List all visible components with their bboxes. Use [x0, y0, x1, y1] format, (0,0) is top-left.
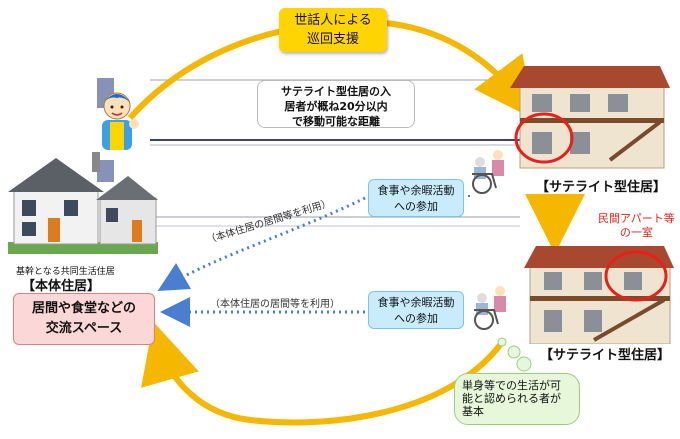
wheelchair-user-lower-icon [474, 286, 506, 330]
patrol-support-line2: 巡回支援 [306, 32, 359, 47]
satellite-label-upper: 【サテライト型住居】 [536, 180, 667, 195]
distance-note-line1: サテライト型住居の入 [281, 85, 391, 98]
satellite-building-lower [524, 246, 674, 344]
exchange-space-line2: 交流スペース [45, 321, 123, 336]
bubble-line1: 単身等での生活が可 [462, 379, 561, 392]
exchange-space-box: 居間や食堂などの 交流スペース [13, 293, 155, 345]
activity-box-upper: 食事や余暇活動 への参加 [368, 179, 464, 217]
bubble-line2: 能と認められる者が [462, 392, 561, 405]
main-house-label: 【本体住居】 [22, 279, 101, 294]
apartment-note: 民間アパート等 の一室 [598, 212, 675, 240]
apartment-note-line1: 民間アパート等 [598, 212, 675, 225]
bottom-arc-arrow [141, 321, 503, 426]
activity-lower-line1: 食事や余暇活動 [377, 296, 455, 309]
patrol-support-callout: 世話人による 巡回支援 [279, 8, 387, 52]
apartment-note-line2: の一室 [619, 226, 653, 239]
wheelchair-user-upper-icon [472, 150, 504, 194]
satellite-label-lower: 【サテライト型住居】 [540, 348, 671, 363]
distance-note-line2: 居者が概ね20分以内 [284, 100, 388, 113]
eligibility-bubble: 単身等での生活が可 能と認められる者が 基本 [454, 373, 580, 425]
caregiver-illustration [102, 92, 139, 150]
activity-upper-line1: 食事や余暇活動 [377, 184, 455, 197]
thought-bubble-dots [497, 337, 532, 372]
main-house-caption: 基幹となる共同生活住居 [16, 267, 115, 277]
activity-lower-line2: への参加 [394, 312, 438, 325]
blue-arrow-upper [157, 196, 366, 291]
vertical-bar-lower [97, 160, 114, 182]
activity-box-lower: 食事や余暇活動 への参加 [368, 291, 464, 329]
bubble-line3: 基本 [462, 405, 484, 418]
distance-note: サテライト型住居の入 居者が概ね20分以内 で移動可能な距離 [257, 80, 415, 128]
activity-upper-line2: への参加 [394, 200, 438, 213]
main-house-illustration [8, 152, 158, 254]
satellite-building-upper [510, 66, 670, 169]
distance-note-line3: で移動可能な距離 [292, 115, 380, 128]
patrol-support-line1: 世話人による [294, 13, 372, 28]
exchange-space-line1: 居間や食堂などの [31, 301, 136, 316]
route-label-lower: （本体住居の居間等を利用） [210, 299, 340, 310]
